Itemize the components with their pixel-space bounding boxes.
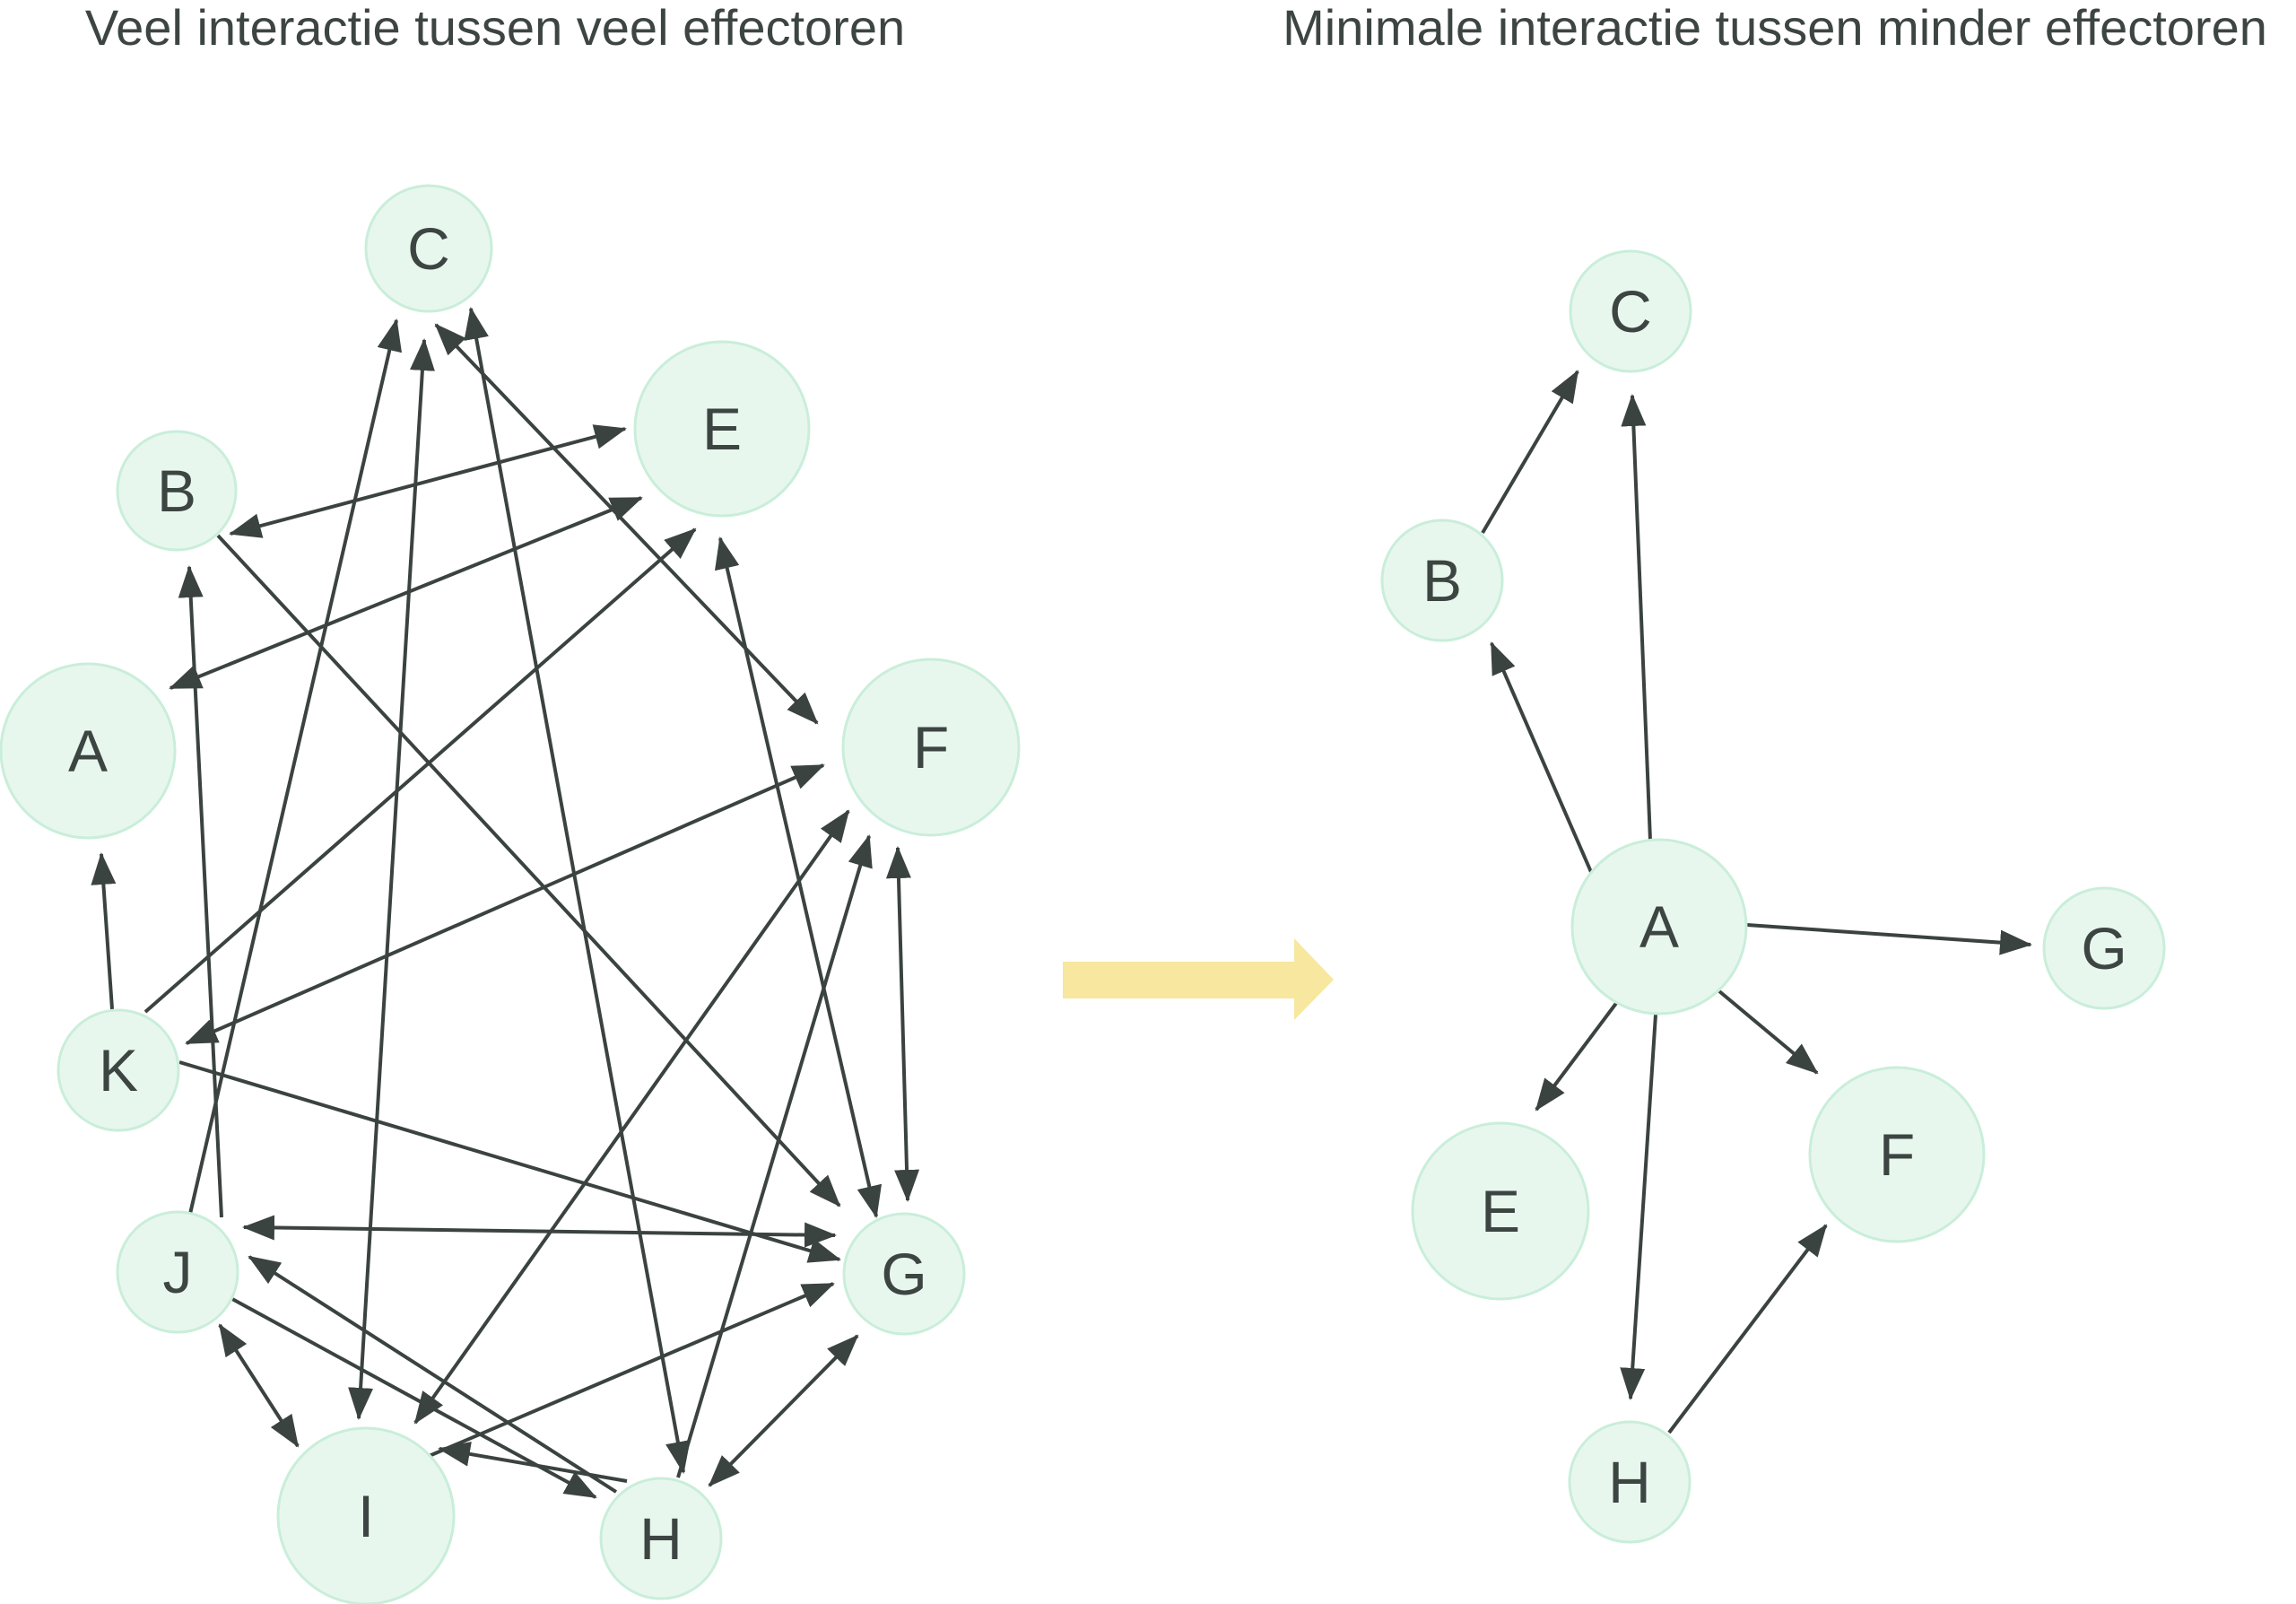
node-right-e (1411, 1121, 1590, 1301)
node-label-left-j: J (163, 1239, 193, 1305)
node-left-a (0, 662, 177, 840)
edge-right-a-h (1620, 1014, 1657, 1400)
left-graph-edges (91, 307, 920, 1499)
edge-left-i-g (420, 1282, 835, 1461)
node-right-b (1380, 519, 1504, 642)
node-label-right-c: C (1609, 278, 1652, 344)
edge-left-h-i (438, 1441, 628, 1483)
node-label-left-a: A (68, 718, 108, 784)
edge-right-a-f (1718, 989, 1819, 1075)
node-right-h (1568, 1420, 1692, 1544)
node-label-left-k: K (99, 1037, 138, 1103)
node-label-left-i: I (358, 1483, 374, 1549)
node-label-right-h: H (1608, 1449, 1651, 1515)
node-right-c (1569, 249, 1692, 373)
node-left-i (276, 1426, 456, 1604)
edge-right-a-c (1621, 394, 1652, 841)
edge-right-a-g (1746, 923, 2032, 955)
edge-left-b-e (229, 424, 627, 538)
node-left-e (633, 340, 811, 518)
edge-right-a-b (1490, 641, 1593, 873)
edge-left-f-i (413, 809, 850, 1425)
right-graph-edges (1481, 370, 2032, 1434)
node-label-left-f: F (913, 714, 949, 780)
right-graph-nodes: C B A G E F H (1380, 249, 2166, 1544)
edge-left-b-g (216, 534, 841, 1207)
node-right-f (1808, 1066, 1986, 1243)
left-graph-nodes: A B C E F G H I J K (0, 184, 1021, 1604)
node-label-left-e: E (702, 396, 742, 462)
left-diagram-title: Veel interactie tussen veel effectoren (85, 0, 905, 56)
right-diagram-title: Minimale interactie tussen minder effect… (1283, 0, 2267, 56)
edge-right-h-f (1667, 1224, 1828, 1434)
node-label-left-g: G (881, 1241, 926, 1307)
node-label-right-e: E (1481, 1178, 1520, 1244)
edge-right-b-c (1481, 370, 1579, 535)
node-left-h (599, 1477, 723, 1600)
node-label-right-g: G (2081, 915, 2126, 981)
node-left-f (841, 658, 1021, 837)
node-right-a (1570, 838, 1748, 1016)
edge-left-e-g (714, 536, 883, 1218)
edge-left-g-h (708, 1334, 859, 1487)
edge-left-k-f (185, 763, 825, 1045)
node-left-b (116, 430, 238, 552)
edge-left-f-g (885, 846, 920, 1202)
edge-left-c-i (348, 338, 435, 1420)
node-label-right-b: B (1422, 547, 1462, 614)
edge-right-a-e (1535, 1000, 1619, 1111)
edge-left-j-i (218, 1323, 300, 1448)
right-arrow-icon (1063, 938, 1334, 1020)
node-left-g (842, 1212, 966, 1336)
edge-left-k-a (91, 852, 117, 1010)
node-left-j (116, 1210, 239, 1334)
node-label-left-h: H (639, 1505, 683, 1572)
edge-left-h-f (676, 834, 873, 1478)
node-left-k (57, 1008, 180, 1132)
edge-left-j-b (178, 565, 223, 1218)
node-label-right-f: F (1879, 1121, 1915, 1188)
node-label-left-b: B (157, 458, 196, 524)
node-right-g (2042, 886, 2166, 1010)
node-label-right-a: A (1639, 894, 1679, 960)
node-left-c (364, 184, 493, 313)
node-label-left-c: C (407, 215, 450, 282)
